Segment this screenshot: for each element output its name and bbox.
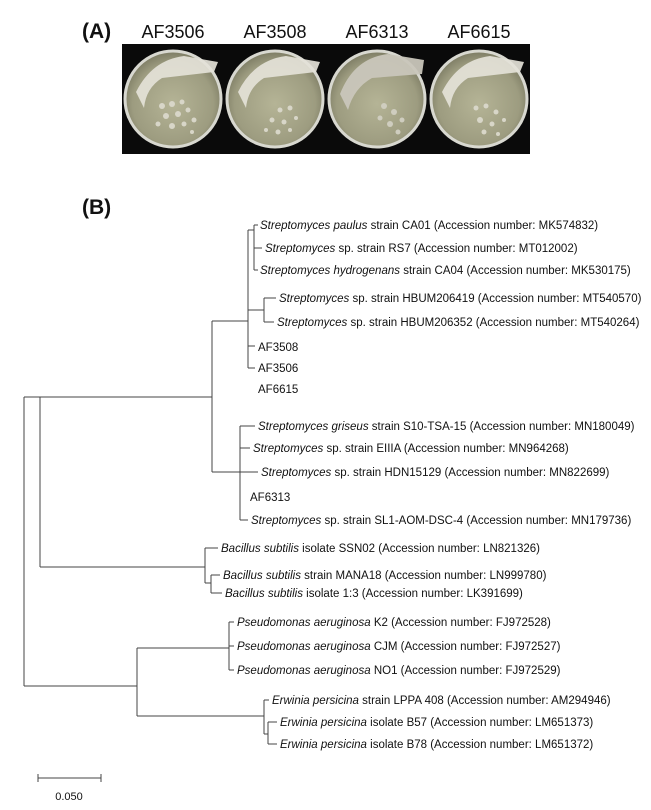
leaf-label: Streptomyces sp. strain SL1-AOM-DSC-4 (A… [251, 515, 631, 527]
plate-title-af3508: AF3508 [243, 22, 307, 42]
leaf-label: AF3506 [258, 363, 298, 375]
petri-dish-af3506 [123, 49, 223, 149]
petri-dish-af6313 [327, 49, 427, 149]
petri-dish-photo [122, 44, 530, 154]
leaf-label: Streptomyces griseus strain S10-TSA-15 (… [258, 421, 635, 433]
leaf-label: AF3508 [258, 342, 298, 354]
panel-a-label: (A) [82, 20, 112, 43]
leaf-label: Erwinia persicina isolate B57 (Accession… [280, 717, 593, 729]
leaf-label: Pseudomonas aeruginosa NO1 (Accession nu… [237, 665, 561, 677]
petri-dish-af6615 [429, 49, 529, 149]
leaf-label: AF6313 [250, 492, 290, 504]
leaf-label: Pseudomonas aeruginosa K2 (Accession num… [237, 617, 551, 629]
leaf-label: Streptomyces sp. strain HDN15129 (Access… [261, 467, 610, 479]
leaf-label: Streptomyces sp. strain EIIIA (Accession… [253, 443, 569, 455]
leaf-label: Streptomyces sp. strain HBUM206419 (Acce… [279, 293, 642, 305]
tree-branches [23, 224, 277, 745]
leaf-label: Streptomyces paulus strain CA01 (Accessi… [260, 220, 598, 232]
scale-bar-label: 0.050 [55, 791, 83, 803]
leaf-label: Bacillus subtilis isolate SSN02 (Accessi… [221, 543, 540, 555]
leaf-label: Pseudomonas aeruginosa CJM (Accession nu… [237, 641, 561, 653]
leaf-label: Erwinia persicina isolate B78 (Accession… [280, 739, 593, 751]
leaf-label: Erwinia persicina strain LPPA 408 (Acces… [272, 695, 611, 707]
plate-title-af3506: AF3506 [141, 22, 205, 42]
leaf-label: Bacillus subtilis strain MANA18 (Accessi… [223, 570, 547, 582]
petri-dish-af3508 [225, 49, 325, 149]
leaf-label: Bacillus subtilis isolate 1:3 (Accession… [225, 588, 523, 600]
panel-b-label: (B) [82, 196, 112, 219]
leaf-label: AF6615 [258, 384, 298, 396]
leaf-label: Streptomyces sp. strain RS7 (Accession n… [265, 243, 578, 255]
leaf-label: Streptomyces sp. strain HBUM206352 (Acce… [277, 317, 640, 329]
plate-title-af6615: AF6615 [447, 22, 511, 42]
scale-bar: 0.050 [37, 774, 102, 803]
petri-dishes-illustration [123, 49, 529, 149]
leaf-label: Streptomyces hydrogenans strain CA04 (Ac… [260, 265, 631, 277]
plate-title-af6313: AF6313 [345, 22, 409, 42]
